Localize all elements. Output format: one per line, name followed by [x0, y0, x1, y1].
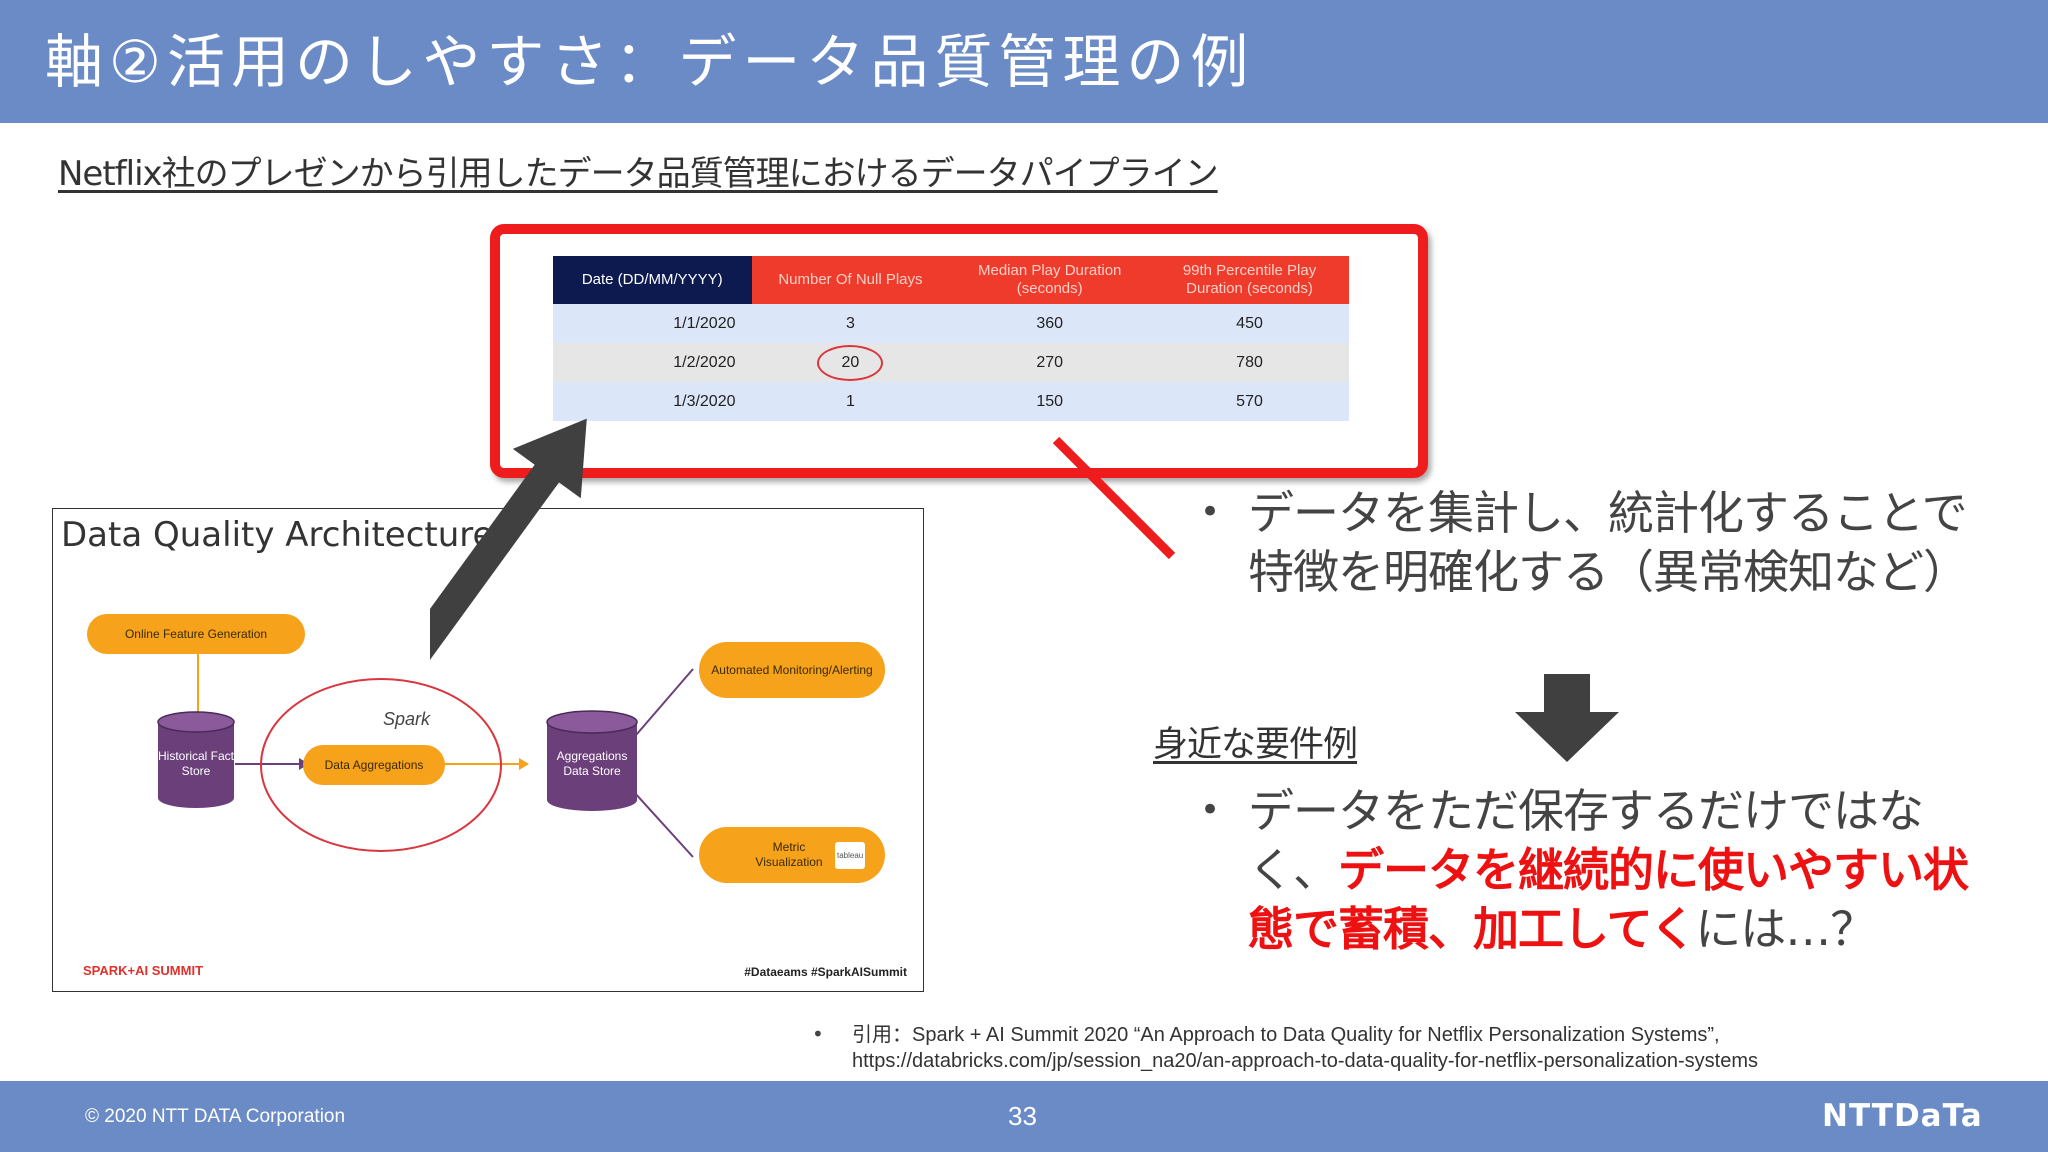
requirement-label: 身近な要件例: [1153, 725, 1358, 765]
table-cell: 20: [751, 343, 950, 382]
online-feature-node: Online Feature Generation: [87, 614, 305, 654]
table-cell: 150: [949, 382, 1151, 421]
slide-title: 軸②活用のしやすさ：データ品質管理の例: [45, 28, 1255, 96]
highlight-frame: [490, 224, 1428, 478]
tableau-logo: tableau: [835, 841, 866, 869]
spark-logo: Spark: [383, 709, 431, 729]
table-row: 1/3/2020 1 150 570: [553, 382, 1349, 421]
bullet-requirement: データをただ保存するだけではなく、データを継続的に使いやすい状態で蓄積、加工して…: [1248, 782, 2008, 959]
table-cell: 3: [751, 304, 950, 343]
table-cell: 1/2/2020: [553, 343, 752, 382]
data-aggregations-node: Data Aggregations: [303, 745, 445, 785]
diagram-footer-right: #Dataeams #SparkAISummit: [744, 965, 907, 979]
footer-bar: [0, 1081, 2048, 1152]
table-row: 1/2/2020 20 270 780: [553, 343, 1349, 382]
citation: 引用：Spark + AI Summit 2020 “An Approach t…: [852, 1022, 1758, 1074]
historical-store-cylinder: [157, 711, 235, 808]
bullet-dot: •: [1200, 790, 1221, 830]
citation-line-1: 引用：Spark + AI Summit 2020 “An Approach t…: [852, 1024, 1720, 1046]
metric-visualization-node: Metric Visualization tableau: [699, 827, 885, 883]
table-header-row: Date (DD/MM/YYYY) Number Of Null Plays M…: [553, 256, 1349, 304]
aggregation-store-cylinder: [546, 710, 638, 811]
table-header-null-plays: Number Of Null Plays: [751, 256, 950, 304]
gray-up-arrow: [430, 418, 587, 675]
bullet2-prefix: データをただ保存するだけではなく、: [1248, 784, 1924, 897]
bullet-aggregate: データを集計し、統計化することで特徴を明確化する（異常検知など）: [1248, 486, 1969, 599]
monitoring-node: Automated Monitoring/Alerting: [699, 642, 885, 698]
highlight-circle: 20: [817, 344, 884, 381]
architecture-diagram: Data Quality Architecture Online Feature…: [52, 508, 924, 992]
bullet2-suffix: には…？: [1695, 902, 1876, 956]
bullet2-emphasis: データを継続的に使いやすい状態で蓄積、加工してく: [1248, 843, 1969, 956]
bullet-dot: •: [1200, 492, 1221, 532]
metric-visualization-label: Metric Visualization: [755, 840, 823, 869]
diagram-connectors: [157, 641, 694, 858]
historical-store-label: Historical Fact Store: [158, 749, 235, 778]
table-header-median: Median Play Duration (seconds): [949, 256, 1151, 304]
aggregation-store-label: Aggregations Data Store: [556, 749, 628, 778]
table-header-date: Date (DD/MM/YYYY): [553, 256, 752, 304]
citation-bullet: •: [812, 1022, 824, 1046]
table-cell: 450: [1150, 304, 1349, 343]
table-row: 1/1/2020 3 360 450: [553, 304, 1349, 343]
ntt-data-logo: NTTDaTa: [1822, 1098, 1983, 1134]
red-pointer-line: [1052, 436, 1176, 560]
diagram-title: Data Quality Architecture: [61, 515, 494, 555]
table-cell: 570: [1150, 382, 1349, 421]
copyright: © 2020 NTT DATA Corporation: [85, 1106, 346, 1127]
table-cell: 270: [949, 343, 1151, 382]
title-bar: [0, 0, 2048, 123]
page-number: 33: [1008, 1101, 1037, 1131]
table-header-p99: 99th Percentile Play Duration (seconds): [1150, 256, 1349, 304]
subtitle: Netflix社のプレゼンから引用したデータ品質管理におけるデータパイプライン: [58, 154, 1219, 194]
table-cell: 1/1/2020: [553, 304, 752, 343]
diagram-footer-left: SPARK+AI SUMMIT: [83, 963, 204, 978]
citation-link[interactable]: https://databricks.com/jp/session_na20/a…: [852, 1050, 1758, 1072]
down-arrow-icon: [1515, 674, 1619, 762]
quality-table: Date (DD/MM/YYYY) Number Of Null Plays M…: [553, 256, 1349, 421]
table-cell: 1/3/2020: [553, 382, 752, 421]
table-cell: 780: [1150, 343, 1349, 382]
table-cell: 1: [751, 382, 950, 421]
table-cell: 360: [949, 304, 1151, 343]
